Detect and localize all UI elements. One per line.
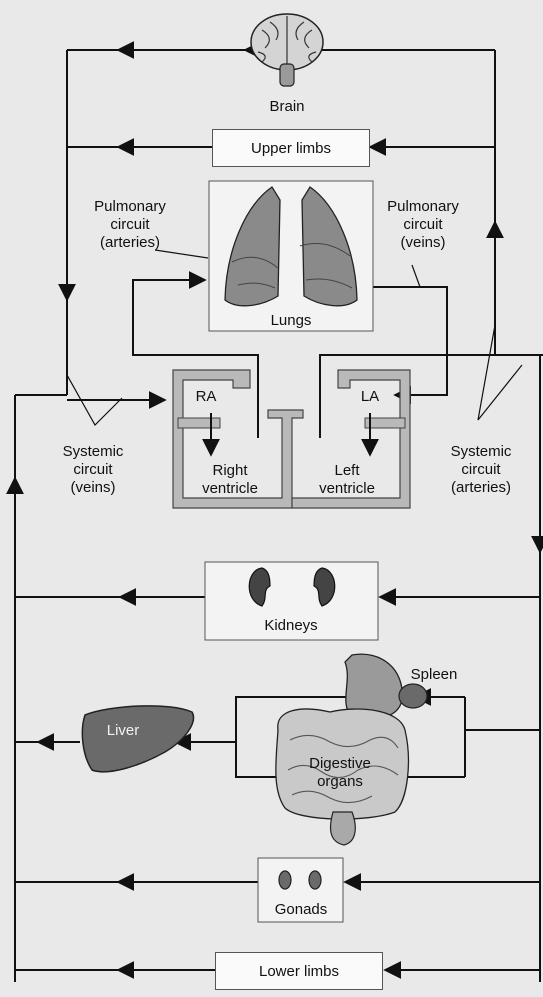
left-ventricle-label: Left ventricle [304,462,390,498]
la-label: LA [356,388,384,406]
tricuspid-valve [178,418,220,428]
kidneys-label: Kidneys [255,617,327,635]
spleen-label: Spleen [403,666,465,684]
pulmonary-arteries-label: Pulmonary circuit (arteries) [85,198,175,252]
systemic-veins-label: Systemic circuit (veins) [48,443,138,497]
ra-label: RA [192,388,220,406]
lungs-label: Lungs [263,312,319,330]
pointer-pulmonary-veins [412,265,420,287]
digestive-organs-label: Digestive organs [300,755,380,791]
upper-limbs-box: Upper limbs [212,129,370,167]
brain-icon [251,14,323,86]
brain-label: Brain [262,98,312,116]
pulmonary-veins-label: Pulmonary circuit (veins) [377,198,469,252]
systemic-arteries-label: Systemic circuit (arteries) [433,443,529,497]
spleen-icon [399,684,427,708]
liver-label: Liver [100,722,146,740]
pointer-systemic-arteries [478,325,522,420]
lower-limbs-box: Lower limbs [215,952,383,990]
right-ventricle-label: Right ventricle [192,462,268,498]
gonads-label: Gonads [270,901,332,919]
